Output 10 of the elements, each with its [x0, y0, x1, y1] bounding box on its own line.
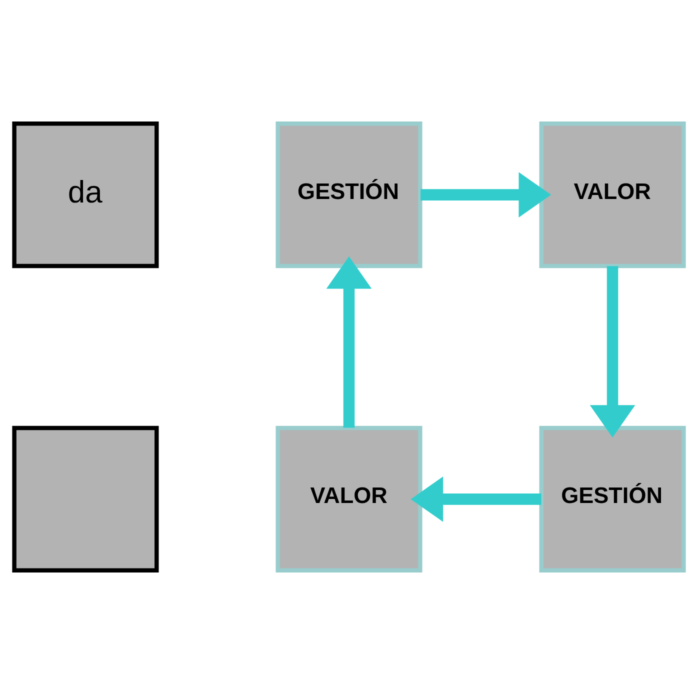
node-box: VALOR: [276, 426, 422, 572]
node-box: [12, 426, 159, 572]
arrow: [326, 256, 372, 428]
node-box: GESTIÓN: [276, 122, 422, 268]
arrow: [590, 266, 636, 438]
arrow: [420, 172, 552, 218]
node-box: VALOR: [539, 122, 686, 268]
arrow: [410, 476, 542, 522]
node-box: GESTIÓN: [539, 426, 686, 572]
node-box: da: [12, 122, 159, 268]
